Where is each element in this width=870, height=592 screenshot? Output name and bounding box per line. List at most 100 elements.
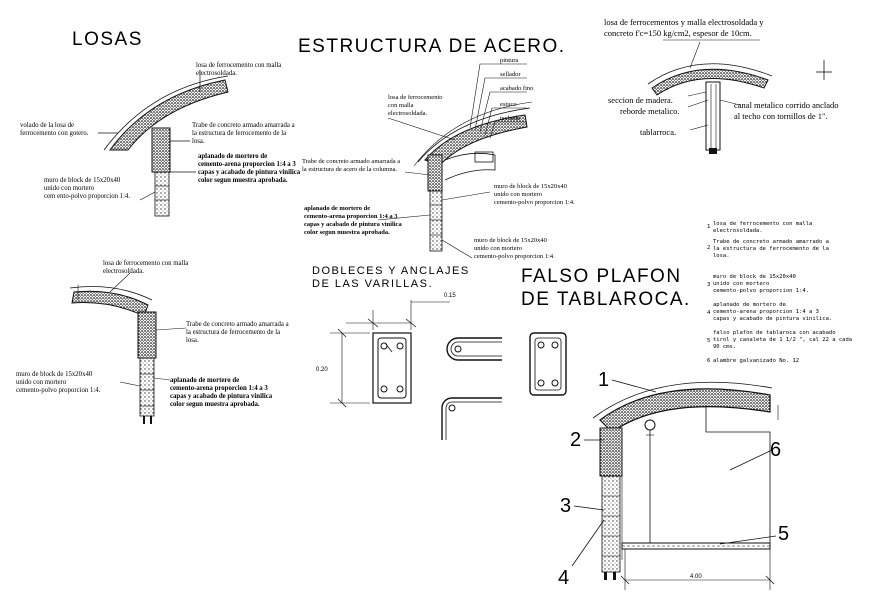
acero-plate [474, 151, 494, 163]
legend-number-1: 1 [707, 224, 710, 230]
madera-arch [651, 68, 769, 96]
legend-number-5: 5 [707, 338, 710, 344]
madera-canal-1: canal metalico corrido anclado [734, 100, 839, 110]
legend-text-2b: la estructura de ferrocemento de la [713, 246, 829, 252]
legend-text-4b: cemento-arena proporcion 1:4 a 3 [713, 309, 819, 315]
callout-6: 6 [770, 439, 781, 461]
acero-muro-a-2: unido con mortero [494, 191, 542, 198]
legend-text-2c: losa. [713, 253, 730, 259]
muro-note-3: cem ento-polvo proporcion 1:4. [44, 193, 130, 200]
aplanado-note-3: capas y acabado de pintura vinilica [198, 169, 301, 176]
aplanado-note-1: aplanado de mortero de [198, 153, 267, 160]
muro-note-1: muro de block de 15x20x40 [44, 177, 121, 184]
acero-label-techada: techada [500, 115, 520, 122]
stirrup-section-1 [372, 332, 412, 404]
legend-text-4a: aplanado de mortero de [713, 302, 786, 308]
acero-losa-3: electrosoldada. [388, 110, 428, 117]
dimension-bottom: 4.00 [690, 574, 702, 580]
hook-180 [446, 337, 502, 361]
bottom-losa-1: losa de ferrocemento con malla [103, 260, 188, 267]
losa-note-1: losa de ferrocemento con malla [196, 62, 281, 69]
legend-text-3c: cemento-polvo proporcion 1:4. [713, 288, 809, 294]
plafon-slab [599, 388, 771, 433]
acero-aplanado-4: color segun muestra aprobada. [304, 229, 390, 236]
acero-aplanado-1: aplanado de mortero de [304, 205, 370, 212]
trabe-note-3: losa. [192, 138, 205, 145]
legend-text-5b: tirol y canaleta de 1 1/2 ", cal 22 a ca… [713, 337, 852, 343]
bottom-trabe-2: la estructura de ferrocemento de la [186, 329, 280, 336]
acero-label-pintura: pintura [500, 57, 519, 64]
callout-5: 5 [778, 523, 789, 545]
detail-madera: losa de ferrocementos y malla electrosol… [604, 17, 839, 154]
title-falso-plafon-line-2: DE TABLAROCA. [521, 289, 691, 310]
bottom-muro-2: unido con mortero [16, 379, 67, 386]
callout-2: 2 [570, 429, 581, 451]
bottom-losa-2: electrosoldada. [103, 268, 144, 275]
wall-bottom [139, 357, 155, 417]
title-estructura-de-acero: ESTRUCTURA DE ACERO. [298, 36, 566, 57]
madera-losa-2: concreto f'c=150 kg/cm2, espesor de 10cm… [604, 28, 752, 38]
title-falso-plafon-line-1: FALSO PLAFON [521, 266, 682, 287]
detail-losas-bottom: losa de ferrocemento con malla electroso… [16, 260, 289, 424]
bottom-muro-1: muro de block de 15x20x40 [16, 371, 93, 378]
acero-label-estuco: estuco [500, 101, 517, 108]
legend-text-5c: 90 cms. [713, 344, 736, 350]
acero-trabe-2: la estructura de acero de la columna. [302, 166, 397, 173]
title-losas: LOSAS [72, 29, 143, 50]
acero-slab-shell [424, 114, 528, 166]
acero-losa-2: con malla [388, 102, 414, 109]
trabe-note-1: Trabe de concreto armado amarrada a [192, 122, 295, 129]
plafon-wall [601, 475, 621, 573]
hook-90 [441, 397, 502, 440]
legend-text-6a: alambre galvanizado No. 12 [713, 358, 799, 364]
acero-label-acabado: acabado fino [500, 85, 533, 92]
legend-text-4c: capas y acabado de pintura vinilica. [713, 316, 832, 322]
detail-estructura-acero: pintura sellador acabado fino estuco tec… [302, 57, 575, 260]
callout-4: 4 [558, 567, 569, 589]
acero-wall [429, 190, 443, 252]
title-dobleces-line-2: DE LAS VARILLAS. [312, 278, 433, 290]
detail-falso-plafon: 4.00 1 2 3 4 5 6 [558, 369, 789, 590]
acero-trabe-1: Trabe de concreto armado amarrada a [302, 158, 400, 165]
volado-note-2: ferrocemento con gotero. [20, 130, 89, 137]
acero-aplanado-2: cemento-arena proporcion 1:4 a 3 [304, 213, 398, 220]
stirrup-section-2 [529, 332, 567, 396]
bottom-trabe-1: Trabe de concreto armado amarrada a [186, 321, 289, 328]
legend-text-1b: electrosoldada. [713, 228, 763, 234]
beam [151, 127, 171, 173]
madera-tablarroca: tablarroca. [640, 127, 676, 137]
madera-canal-2: al techo con tornillos de 1". [734, 111, 828, 121]
muro-note-2: unido con mortero [44, 185, 95, 192]
acero-label-sellador: sellador [500, 71, 521, 78]
acero-muro-b-1: muro de block de 15x20x40 [474, 237, 547, 244]
madera-reborde: reborde metalico. [620, 106, 679, 116]
callout-3: 3 [560, 495, 571, 517]
acero-muro-a-1: muro de block de 15x20x40 [494, 183, 567, 190]
bottom-muro-3: cemento-polvo proporcion 1:4. [16, 387, 101, 394]
legend-number-2: 2 [707, 245, 710, 251]
acero-beam [427, 154, 443, 192]
dimension-side: 0.20 [316, 367, 328, 373]
legend: 1 losa de ferrocemento con malla electro… [707, 221, 852, 364]
dimension-top: 0.15 [444, 293, 456, 299]
legend-text-1a: losa de ferrocemento con malla [713, 221, 812, 227]
acero-muro-b-2: unido con mortero [474, 245, 522, 252]
block-wall [154, 171, 170, 217]
aplanado-note-4: color segun muestra aprobada. [198, 177, 288, 184]
madera-seccion: seccion de madera. [608, 95, 673, 105]
bottom-aplanado-4: color segun muestra aprobada. [170, 401, 260, 408]
aplanado-note-2: cemento-arena proporcion 1:4 a 3 [198, 161, 296, 168]
slab-shell-bottom [71, 290, 149, 317]
bottom-aplanado-2: cemento-arena proporcion 1:4 a 3 [170, 385, 268, 392]
legend-number-4: 4 [707, 310, 711, 316]
callout-1: 1 [598, 369, 609, 391]
bottom-trabe-3: losa. [186, 337, 199, 344]
bottom-aplanado-1: aplanado de mortero de [170, 377, 239, 384]
slab-curve-top [103, 75, 229, 151]
legend-number-3: 3 [707, 282, 710, 288]
detail-losas-top: losa de ferrocemento con malla electroso… [20, 62, 301, 217]
volado-note-1: volado de la losa de [20, 122, 74, 129]
legend-text-3a: muro de block de 15x20x40 [713, 274, 796, 280]
trabe-note-2: la estructura de ferrocemento de la [192, 130, 286, 137]
acero-muro-a-3: cemento-polvo proporcion 1:4. [494, 199, 575, 206]
